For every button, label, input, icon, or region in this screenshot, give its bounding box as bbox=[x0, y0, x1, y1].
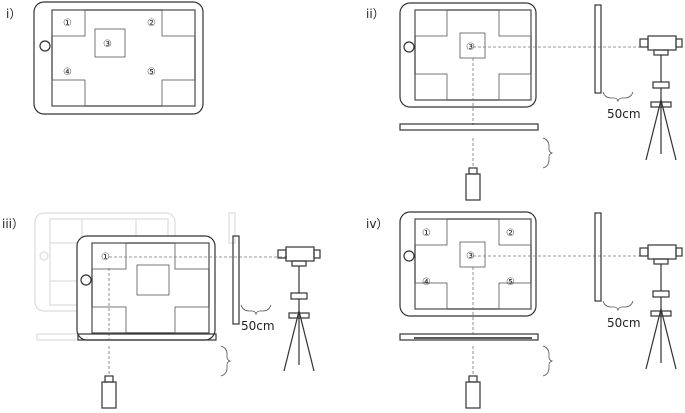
brace-icon bbox=[542, 137, 554, 169]
tablet-icon bbox=[399, 211, 537, 317]
brace-icon bbox=[602, 91, 634, 103]
brace-icon bbox=[240, 304, 272, 316]
tablet-icon bbox=[399, 2, 537, 108]
camera-icon bbox=[465, 137, 481, 201]
tripod-icon bbox=[639, 35, 683, 161]
mirror-panel bbox=[77, 333, 217, 341]
camera-icon bbox=[465, 345, 481, 409]
tripod-icon bbox=[639, 244, 683, 370]
distance-label: 50cm bbox=[607, 316, 641, 330]
panel-label-ii: ii） bbox=[366, 7, 385, 21]
mirror-panel bbox=[594, 212, 602, 302]
marker-1: ① bbox=[63, 18, 72, 29]
panel-i: i） ① ② ③ ④ ⑤ bbox=[6, 1, 204, 115]
marker-5: ⑤ bbox=[506, 277, 515, 288]
marker-2: ② bbox=[147, 18, 156, 29]
panel-iv: iv） ① ② ③ ④ ⑤ 50cm bbox=[366, 211, 683, 409]
distance-label: 50cm bbox=[241, 319, 275, 333]
brace-icon bbox=[542, 345, 554, 377]
panel-ii: ii） ③ 50cm bbox=[366, 2, 683, 201]
tablet-icon bbox=[33, 1, 204, 115]
brace-icon bbox=[602, 300, 634, 312]
brace-icon bbox=[220, 345, 232, 377]
marker-3: ③ bbox=[466, 251, 475, 262]
mirror-panel bbox=[594, 4, 602, 94]
panel-label-iv: iv） bbox=[366, 217, 388, 231]
camera-icon bbox=[101, 345, 117, 409]
panel-label-iii: iii） bbox=[2, 217, 24, 231]
marker-4: ④ bbox=[422, 277, 431, 288]
mirror-panel bbox=[399, 123, 539, 131]
mirror-panel bbox=[399, 333, 539, 341]
distance-label: 50cm bbox=[607, 107, 641, 121]
tablet-icon bbox=[76, 235, 216, 341]
marker-4: ④ bbox=[63, 67, 72, 78]
panel-iii: iii） ① bbox=[2, 212, 321, 409]
marker-3: ③ bbox=[466, 42, 475, 53]
marker-1: ① bbox=[101, 252, 110, 263]
tripod-icon bbox=[277, 246, 321, 372]
mirror-panel bbox=[232, 235, 240, 325]
marker-5: ⑤ bbox=[147, 67, 156, 78]
marker-1: ① bbox=[422, 228, 431, 239]
panel-label-i: i） bbox=[6, 7, 21, 21]
marker-2: ② bbox=[506, 228, 515, 239]
marker-3: ③ bbox=[103, 39, 112, 50]
